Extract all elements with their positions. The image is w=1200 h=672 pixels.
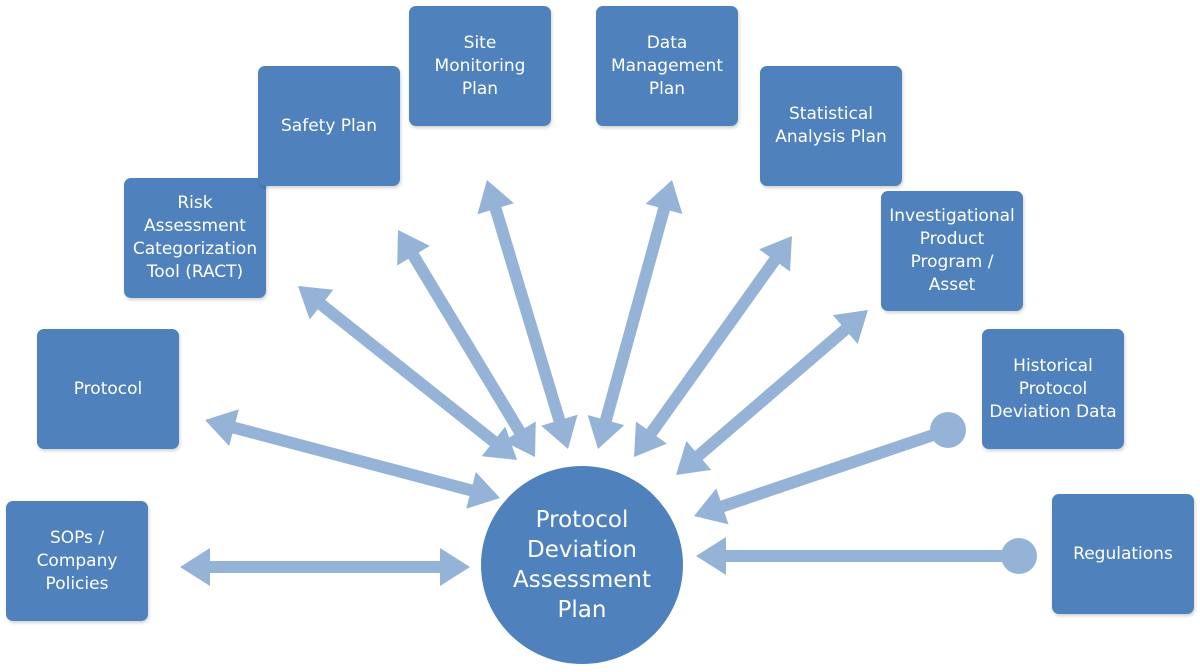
arrowhead-safety-plan-to-hub bbox=[503, 421, 536, 457]
arrowhead-regulations-to-hub bbox=[696, 537, 726, 575]
node-site-monitoring-plan: Site Monitoring Plan bbox=[409, 6, 551, 126]
central-hub: Protocol Deviation Assessment Plan bbox=[481, 466, 683, 664]
arrowhead-historical-deviation-to-hub bbox=[694, 488, 729, 525]
arrowhead-protocol-to-node bbox=[205, 409, 239, 447]
connector-safety-plan bbox=[407, 250, 526, 437]
connector-ract bbox=[316, 298, 499, 448]
arrowhead-protocol-to-hub bbox=[466, 471, 500, 509]
node-historical-deviation-data: Historical Protocol Deviation Data bbox=[982, 329, 1124, 449]
arrowhead-site-monitoring-to-hub bbox=[541, 414, 578, 449]
arrowhead-site-monitoring-to-node bbox=[477, 180, 514, 215]
connector-statistical-analysis bbox=[645, 255, 781, 438]
connector-origin-dot-historical-deviation bbox=[930, 412, 966, 448]
arrowhead-safety-plan-to-node bbox=[397, 230, 430, 266]
node-statistical-analysis-plan: Statistical Analysis Plan bbox=[760, 66, 902, 186]
node-sops: SOPs / Company Policies bbox=[6, 501, 148, 621]
node-investigational-product: Investigational Product Program / Asset bbox=[881, 191, 1023, 311]
connector-data-management bbox=[599, 205, 671, 424]
connector-investigational-product bbox=[693, 323, 851, 462]
node-regulations: Regulations bbox=[1052, 494, 1194, 614]
arrowhead-ract-to-hub bbox=[481, 426, 517, 460]
node-safety-plan: Safety Plan bbox=[258, 66, 400, 186]
connector-site-monitoring bbox=[489, 205, 566, 424]
arrowhead-statistical-analysis-to-node bbox=[759, 236, 792, 272]
node-ract: Risk Assessment Categorization Tool (RAC… bbox=[124, 178, 266, 298]
connector-origin-dot-regulations bbox=[1001, 538, 1037, 574]
arrowhead-investigational-product-to-hub bbox=[676, 441, 712, 475]
arrowhead-data-management-to-hub bbox=[587, 415, 625, 449]
node-data-management-plan: Data Management Plan bbox=[596, 6, 738, 126]
connector-historical-deviation bbox=[718, 424, 950, 513]
arrowhead-sops-to-hub bbox=[440, 548, 470, 586]
connector-protocol bbox=[230, 421, 475, 497]
arrowhead-investigational-product-to-node bbox=[832, 310, 868, 344]
node-protocol: Protocol bbox=[37, 329, 179, 449]
arrowhead-data-management-to-node bbox=[645, 180, 683, 214]
arrowhead-ract-to-node bbox=[298, 286, 334, 320]
arrowhead-sops-to-node bbox=[180, 548, 210, 586]
arrowhead-statistical-analysis-to-hub bbox=[634, 421, 667, 457]
